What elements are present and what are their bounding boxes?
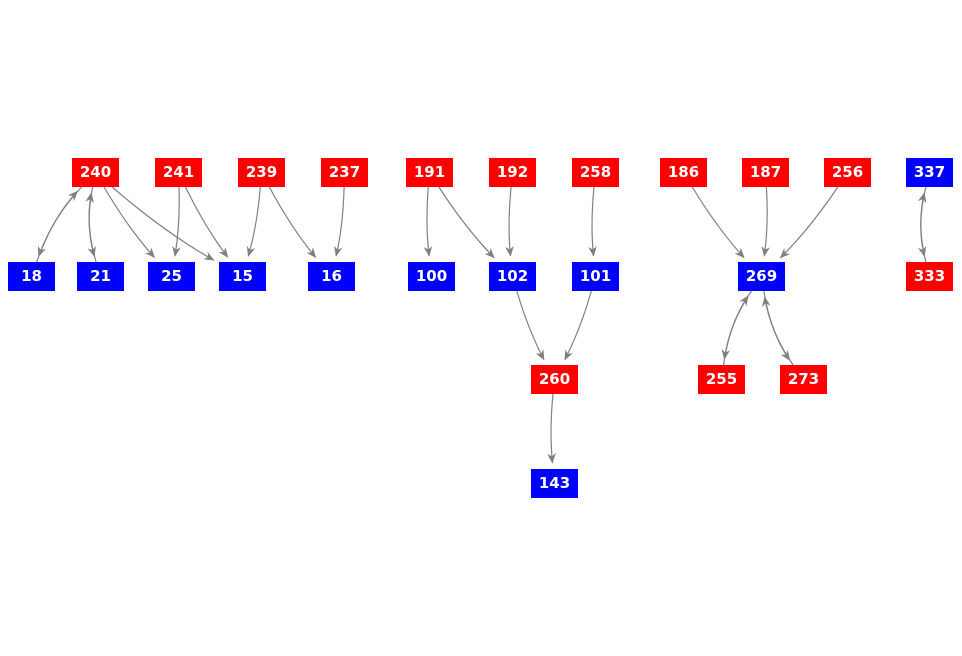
graph-edge-333-to-337 xyxy=(917,192,927,263)
graph-node-269[interactable]: 269 xyxy=(738,262,785,291)
graph-edge-241-to-15 xyxy=(184,186,229,258)
graph-edge-102-to-260 xyxy=(516,290,545,361)
graph-edge-240-to-25 xyxy=(103,186,155,259)
graph-node-337[interactable]: 337 xyxy=(906,158,953,187)
graph-edge-101-to-260 xyxy=(564,290,592,361)
graph-node-239[interactable]: 239 xyxy=(238,158,285,187)
graph-edge-191-to-100 xyxy=(423,186,433,257)
graph-node-102[interactable]: 102 xyxy=(489,262,536,291)
graph-node-15[interactable]: 15 xyxy=(219,262,266,291)
graph-node-260[interactable]: 260 xyxy=(531,365,578,394)
graph-edge-21-to-240 xyxy=(85,192,97,263)
graph-node-192[interactable]: 192 xyxy=(489,158,536,187)
graph-edge-18-to-240 xyxy=(36,190,78,263)
graph-node-237[interactable]: 237 xyxy=(321,158,368,187)
graph-edge-187-to-269 xyxy=(761,186,770,257)
graph-edge-186-to-269 xyxy=(691,186,745,259)
graph-edge-240-to-18 xyxy=(37,186,83,257)
graph-node-18[interactable]: 18 xyxy=(8,262,55,291)
graph-edge-240-to-21 xyxy=(87,186,96,257)
graph-node-143[interactable]: 143 xyxy=(531,469,578,498)
edges-group xyxy=(36,186,927,464)
graph-node-16[interactable]: 16 xyxy=(308,262,355,291)
graph-node-100[interactable]: 100 xyxy=(408,262,455,291)
graph-edge-239-to-15 xyxy=(246,186,261,257)
graph-edge-260-to-143 xyxy=(547,393,556,464)
graph-edge-239-to-16 xyxy=(268,186,317,258)
graph-edge-191-to-102 xyxy=(438,186,495,259)
graph-edge-241-to-25 xyxy=(172,186,181,257)
graph-node-241[interactable]: 241 xyxy=(155,158,202,187)
graph-node-258[interactable]: 258 xyxy=(572,158,619,187)
graph-node-256[interactable]: 256 xyxy=(824,158,871,187)
graph-edge-192-to-102 xyxy=(505,186,514,257)
graph-node-255[interactable]: 255 xyxy=(698,365,745,394)
graph-edge-240-to-15 xyxy=(111,186,215,261)
graph-edge-255-to-269 xyxy=(722,295,749,366)
graph-edge-337-to-333 xyxy=(917,186,927,257)
graph-node-186[interactable]: 186 xyxy=(660,158,707,187)
graph-node-273[interactable]: 273 xyxy=(780,365,827,394)
graph-node-21[interactable]: 21 xyxy=(77,262,124,291)
graph-edge-269-to-255 xyxy=(721,290,752,360)
graph-node-187[interactable]: 187 xyxy=(742,158,789,187)
graph-node-25[interactable]: 25 xyxy=(148,262,195,291)
graph-node-240[interactable]: 240 xyxy=(72,158,119,187)
graph-node-333[interactable]: 333 xyxy=(906,262,953,291)
graph-edge-258-to-101 xyxy=(588,186,597,257)
graph-edge-256-to-269 xyxy=(779,186,839,259)
graph-edge-269-to-273 xyxy=(763,290,791,361)
graph-edge-273-to-269 xyxy=(761,296,794,366)
graph-edge-237-to-16 xyxy=(334,186,345,257)
graph-node-101[interactable]: 101 xyxy=(572,262,619,291)
graph-node-191[interactable]: 191 xyxy=(406,158,453,187)
